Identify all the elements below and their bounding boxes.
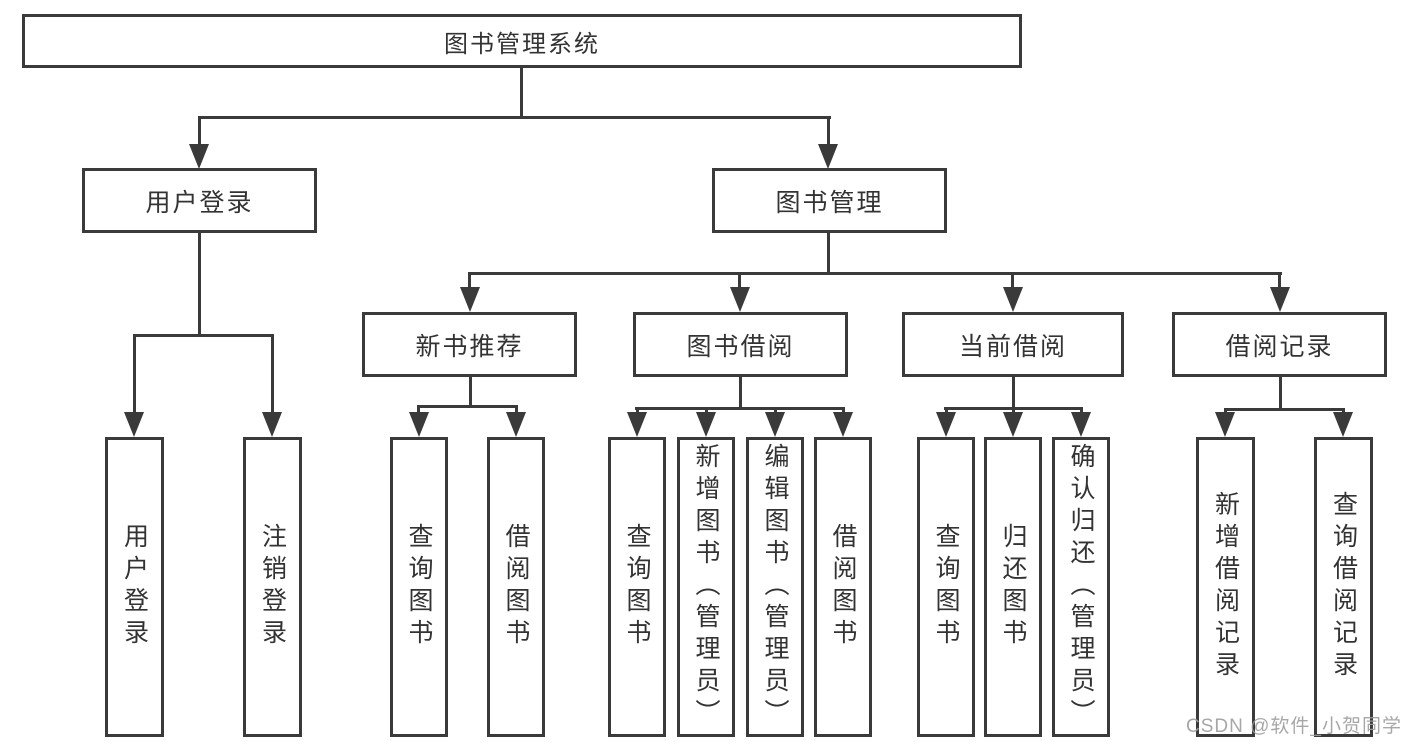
connector-line bbox=[198, 116, 201, 144]
arrow-down-icon bbox=[936, 412, 956, 437]
leaf-borrow-edit-book-admin: 编辑图书（管理员） bbox=[746, 437, 804, 737]
connector-line bbox=[945, 407, 948, 414]
connector-line bbox=[515, 405, 518, 414]
connector-line bbox=[1011, 272, 1014, 289]
node-book-borrowing: 图书借阅 bbox=[633, 312, 848, 377]
node-new-book-recommend: 新书推荐 bbox=[362, 312, 577, 377]
arrow-down-icon bbox=[506, 412, 526, 437]
connector-line bbox=[842, 407, 845, 414]
arrow-down-icon bbox=[1003, 287, 1023, 312]
arrow-down-icon bbox=[409, 412, 429, 437]
node-user-login: 用户登录 bbox=[82, 168, 317, 233]
connector-line bbox=[774, 407, 777, 414]
connector-line bbox=[417, 405, 518, 408]
connector-line bbox=[635, 407, 845, 410]
leaf-user-login: 用户登录 bbox=[105, 437, 164, 737]
leaf-current-return-book: 归还图书 bbox=[984, 437, 1042, 737]
leaf-borrow-query-book: 查询图书 bbox=[608, 437, 666, 737]
arrow-down-icon bbox=[189, 144, 209, 169]
arrow-down-icon bbox=[1270, 287, 1290, 312]
connector-line bbox=[133, 334, 274, 337]
leaf-records-add-record: 新增借阅记录 bbox=[1196, 437, 1255, 737]
connector-line bbox=[133, 334, 136, 414]
node-borrowing-records: 借阅记录 bbox=[1172, 312, 1387, 377]
connector-line bbox=[705, 407, 708, 414]
arrow-down-icon bbox=[460, 287, 480, 312]
connector-line bbox=[469, 375, 472, 407]
connector-line bbox=[1278, 272, 1281, 289]
connector-line bbox=[468, 272, 471, 289]
leaf-borrow-add-book-admin: 新增图书（管理员） bbox=[677, 437, 735, 737]
arrow-down-icon bbox=[262, 412, 282, 437]
connector-line bbox=[1080, 407, 1083, 414]
leaf-newrec-query-book: 查询图书 bbox=[390, 437, 448, 737]
connector-line bbox=[1279, 375, 1282, 410]
connector-line bbox=[271, 334, 274, 414]
connector-line bbox=[1224, 408, 1345, 411]
connector-line bbox=[1342, 408, 1345, 414]
leaf-current-confirm-return-admin: 确认归还（管理员） bbox=[1052, 437, 1110, 737]
leaf-logout-login: 注销登录 bbox=[243, 437, 302, 737]
arrow-down-icon bbox=[1215, 412, 1235, 437]
connector-line bbox=[636, 407, 639, 414]
node-current-borrowing: 当前借阅 bbox=[902, 312, 1124, 377]
arrow-down-icon bbox=[730, 287, 750, 312]
connector-line bbox=[468, 272, 1282, 275]
arrow-down-icon bbox=[833, 412, 853, 437]
arrow-down-icon bbox=[696, 412, 716, 437]
leaf-newrec-borrow-book: 借阅图书 bbox=[487, 437, 545, 737]
connector-line bbox=[198, 116, 831, 119]
arrow-down-icon bbox=[1333, 412, 1353, 437]
node-book-management: 图书管理 bbox=[712, 168, 947, 233]
arrow-down-icon bbox=[124, 412, 144, 437]
connector-line bbox=[827, 116, 830, 144]
node-library-management-system: 图书管理系统 bbox=[22, 14, 1022, 68]
connector-line bbox=[1012, 407, 1015, 414]
csdn-watermark: CSDN @软件_小贺同学 bbox=[1186, 716, 1402, 737]
arrow-down-icon bbox=[818, 144, 838, 169]
leaf-records-query-record: 查询借阅记录 bbox=[1314, 437, 1373, 737]
arrow-down-icon bbox=[765, 412, 785, 437]
arrow-down-icon bbox=[1003, 412, 1023, 437]
connector-line bbox=[417, 405, 420, 414]
arrow-down-icon bbox=[627, 412, 647, 437]
connector-line bbox=[738, 272, 741, 289]
connector-line bbox=[198, 230, 201, 336]
connector-line bbox=[520, 66, 523, 119]
connector-line bbox=[739, 375, 742, 409]
arrow-down-icon bbox=[1071, 412, 1091, 437]
connector-line bbox=[1012, 375, 1015, 409]
leaf-borrow-borrow-book: 借阅图书 bbox=[814, 437, 872, 737]
connector-line bbox=[1224, 408, 1227, 414]
leaf-current-query-book: 查询图书 bbox=[917, 437, 975, 737]
connector-line bbox=[827, 230, 830, 274]
